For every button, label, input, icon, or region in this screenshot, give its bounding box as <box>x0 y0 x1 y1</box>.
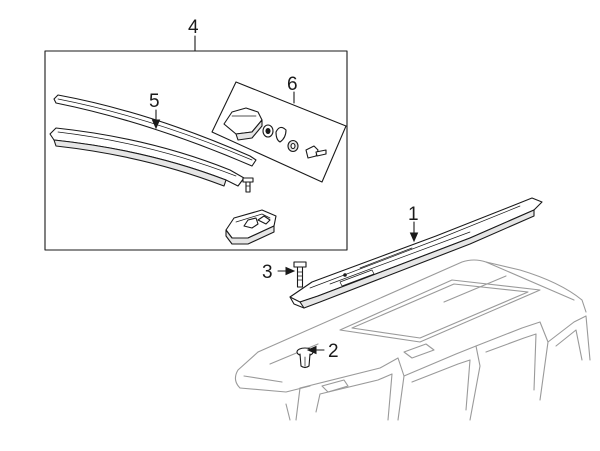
vehicle-roof-outline <box>234 259 591 421</box>
callout-2: 2 <box>328 341 339 362</box>
roof-rail-part <box>289 197 543 309</box>
bolt-part <box>293 261 307 288</box>
callout-4: 4 <box>188 17 199 38</box>
end-cap-hardware-part <box>211 81 347 183</box>
crossbar-inset-box <box>44 50 348 251</box>
callout-1: 1 <box>408 204 419 225</box>
leader-lines <box>151 35 419 355</box>
crossbar-part <box>49 94 277 245</box>
callout-3: 3 <box>262 262 273 283</box>
callout-6: 6 <box>287 74 298 95</box>
callout-5: 5 <box>149 91 160 112</box>
